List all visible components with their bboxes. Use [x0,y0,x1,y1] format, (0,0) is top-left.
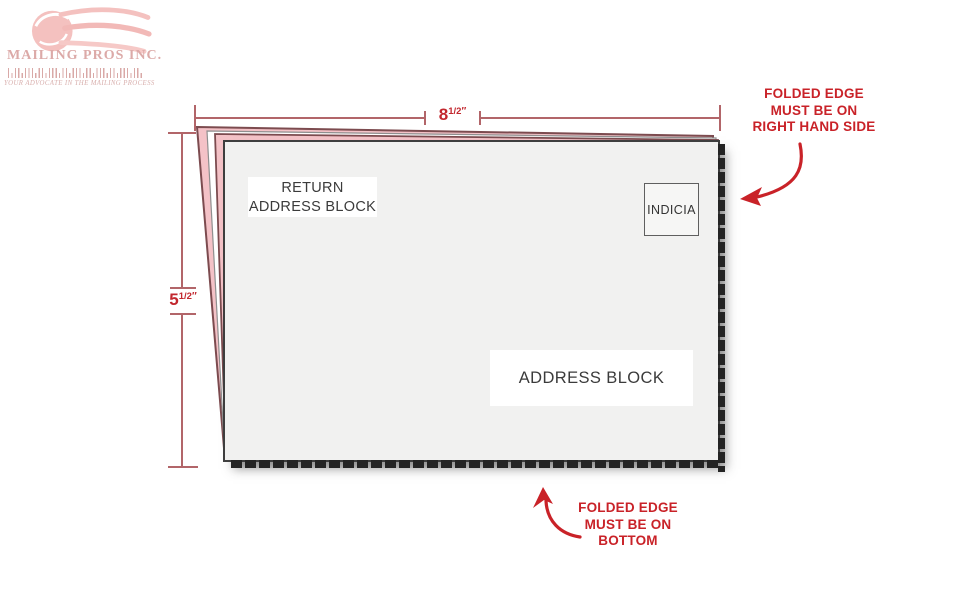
bottom-note-line1: FOLDED EDGE [578,500,678,515]
bottom-note-arrowhead-icon [533,487,553,508]
folded-edge-bottom-note: FOLDED EDGE MUST BE ON BOTTOM [566,500,690,550]
height-dim-end-tick-top [168,132,196,134]
postnet-barcode-icon [8,68,142,78]
height-whole: 5 [169,290,179,309]
right-note-arrowhead-icon [740,187,762,206]
width-dim-line-left [196,117,424,119]
width-dim-end-tick-left [194,105,196,131]
right-note-arrow-curve [755,142,803,199]
width-whole: 8 [438,105,449,124]
mailer-front-sheet: RETURN ADDRESS BLOCK INDICIA ADDRESS BLO… [223,140,725,472]
right-note-line1: FOLDED EDGE [764,86,864,101]
return-address-block: RETURN ADDRESS BLOCK [248,177,377,217]
width-dim-inner-tick-right [479,111,481,125]
width-dim-inner-tick-left [424,111,426,125]
height-unit: ″ [191,291,197,302]
bottom-note-line3: BOTTOM [598,533,658,548]
height-dim-inner-tick-top [170,287,196,289]
right-note-line2: MUST BE ON [770,102,858,118]
width-dim-end-tick-right [719,105,721,131]
height-dim-end-tick-bottom [168,466,198,468]
height-dim-inner-tick-bottom [170,313,196,315]
address-block-label: ADDRESS BLOCK [518,368,665,387]
return-address-line2: ADDRESS BLOCK [248,199,377,215]
company-logo: MAILING PROS INC. YOUR ADVOCATE IN THE M… [0,0,190,100]
width-dim-label: 81/2″ [426,105,479,125]
height-fraction: 1/2 [178,291,192,302]
height-dim-label: 51/2″ [161,290,205,310]
width-dimension: 81/2″ [194,105,721,131]
folded-edge-right-note: FOLDED EDGE MUST BE ON RIGHT HAND SIDE [748,86,880,136]
right-note-line3: RIGHT HAND SIDE [752,119,876,134]
folded-edge-right-serration [718,144,725,472]
height-dimension: 51/2″ [168,132,198,468]
width-unit: ″ [461,106,467,117]
width-dim-line-right [481,117,719,119]
indicia-label: INDICIA [647,202,696,217]
height-dim-line-top [181,134,183,287]
company-tagline: YOUR ADVOCATE IN THE MAILING PROCESS [4,80,155,87]
width-fraction: 1/2 [448,106,462,117]
bottom-note-line2: MUST BE ON [584,516,672,532]
company-name: MAILING PROS INC. [7,48,163,63]
address-block: ADDRESS BLOCK [490,350,693,406]
pink-wind-swirl-icon [31,7,152,54]
folded-edge-bottom-serration [231,460,720,468]
return-address-line1: RETURN [281,180,344,196]
height-dim-line-bottom [181,315,183,466]
indicia-box: INDICIA [644,183,699,236]
